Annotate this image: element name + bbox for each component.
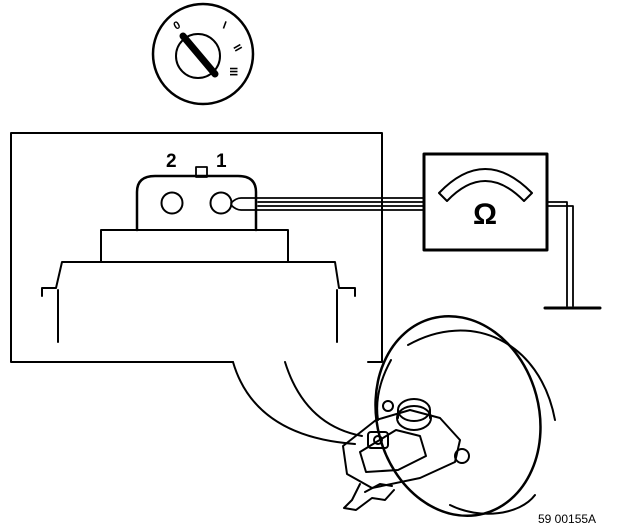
master-cylinder: [342, 398, 470, 511]
pin-label-2: 2: [166, 151, 177, 172]
test-leads: [230, 197, 574, 307]
ignition-switch: 0 I II III: [151, 2, 255, 106]
brake-booster: [374, 314, 556, 518]
callout-frame: [10, 132, 383, 445]
ohm-symbol: Ω: [473, 198, 497, 231]
reservoir-closeup: [41, 166, 356, 343]
ignition-position-0: 0: [172, 19, 183, 32]
ignition-position-1: I: [221, 20, 228, 32]
ignition-position-3: III: [227, 67, 239, 76]
pin-label-1: 1: [216, 151, 227, 172]
ohmmeter: [422, 152, 549, 252]
ignition-position-2: II: [230, 43, 243, 54]
ignition-position-marks: 0 I II III: [172, 19, 244, 76]
figure-reference: 59 00155A: [538, 512, 596, 526]
